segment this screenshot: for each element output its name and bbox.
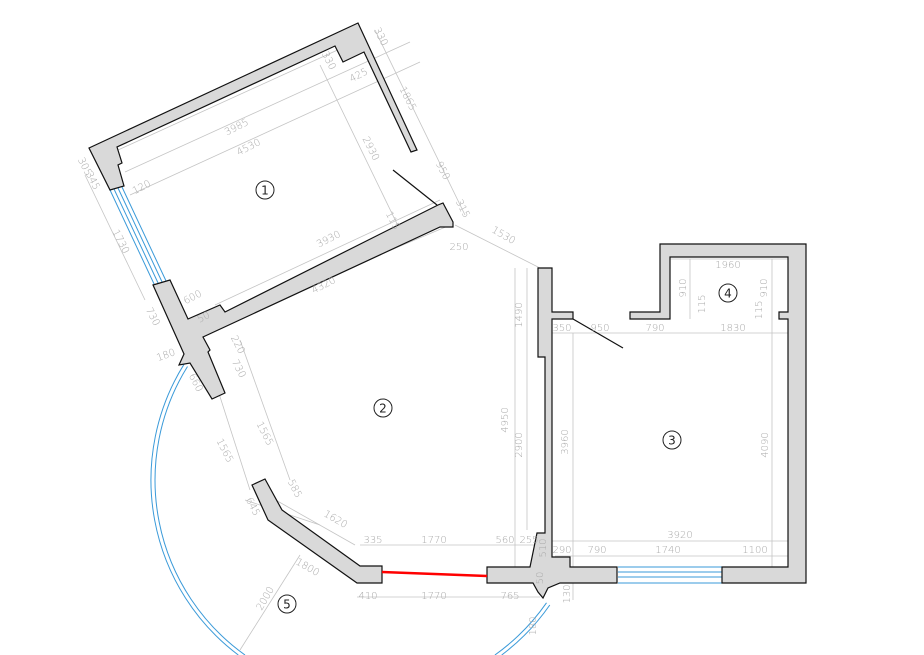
- dimension-label: 120: [131, 179, 153, 197]
- dimension-label: 790: [587, 545, 606, 556]
- dimension-label: 3920: [667, 530, 692, 541]
- dimension-label: 50: [196, 310, 212, 326]
- dimension-label: 1800: [293, 557, 321, 579]
- dimension-label: 585: [285, 478, 303, 500]
- curved-window-outer-right: [501, 604, 551, 655]
- dimension-label: 765: [500, 591, 519, 602]
- dimension-label: 1565: [214, 437, 235, 465]
- curved-window-outer-left: [150, 364, 239, 655]
- door-room-3: [572, 318, 624, 349]
- dimension-label: 730: [143, 306, 161, 328]
- dimension-label: 1565: [254, 420, 275, 448]
- dimension-label: 1770: [421, 535, 446, 546]
- dimension-label: 730: [229, 358, 247, 380]
- windows: [109, 186, 722, 655]
- room-number-circle: [277, 594, 297, 614]
- dimension-label: 600: [182, 289, 204, 307]
- curved-window-inner-right: [494, 602, 547, 655]
- dimension-label: 3960: [560, 429, 571, 454]
- room-number-circle: [255, 180, 275, 200]
- highlighted-wall-segment: [381, 570, 488, 578]
- dimension-label: 3985: [223, 117, 251, 138]
- dimension-label: 1530: [489, 225, 517, 247]
- room-number: 5: [283, 598, 291, 612]
- dimension-label: 2900: [514, 432, 525, 457]
- dimension-label: 345: [83, 170, 101, 192]
- dimension-label: 910: [759, 278, 770, 297]
- dimension-label: 1830: [720, 323, 745, 334]
- dimension-label: 1770: [421, 591, 446, 602]
- room-labels: 1 2 3 4 5: [255, 180, 738, 614]
- dimension-label: 950: [433, 160, 451, 182]
- dimension-label: 290: [552, 545, 571, 556]
- dimension-label: 2000: [255, 585, 277, 613]
- room-number: 2: [379, 402, 387, 416]
- dimension-label: 1620: [321, 509, 349, 531]
- curved-window-inner-left: [154, 366, 246, 655]
- dimension-label: 1740: [655, 545, 680, 556]
- dimension-label: 790: [645, 323, 664, 334]
- wall-room-3-4-right: [629, 243, 807, 584]
- dimension-label: 350: [552, 323, 571, 334]
- dimension-label: 2930: [360, 135, 381, 163]
- dimension-label: 410: [358, 591, 377, 602]
- dimension-label: 330: [371, 26, 389, 48]
- dimension-label: 180: [155, 347, 177, 364]
- dimension-label: 1960: [715, 260, 740, 271]
- dimension-label: 1865: [397, 85, 418, 113]
- dimension-label: 425: [348, 67, 370, 85]
- dimension-label: 250: [449, 242, 468, 253]
- dimension-label: 950: [590, 323, 609, 334]
- dimension-label: 130: [562, 584, 573, 603]
- dimension-label: 4950: [500, 407, 511, 432]
- dimension-label: 315: [453, 198, 471, 220]
- dimension-label: 1730: [110, 228, 131, 256]
- dimension-label: 255: [519, 535, 538, 546]
- dimension-label: 560: [495, 535, 514, 546]
- dimension-label: 4090: [760, 432, 771, 457]
- door-room-1: [392, 169, 438, 206]
- room-number-circle: [373, 398, 393, 418]
- dimension-label: 335: [363, 535, 382, 546]
- dimension-label: 115: [754, 300, 765, 319]
- room-number-circle: [718, 283, 738, 303]
- dimension-label: 220: [228, 334, 246, 356]
- dimension-label: 910: [678, 278, 689, 297]
- dimension-label: 1490: [514, 302, 525, 327]
- dimension-label: 510: [538, 538, 549, 557]
- room-number: 1: [261, 184, 269, 198]
- room-number: 3: [668, 434, 676, 448]
- dimension-label: 115: [697, 294, 708, 313]
- wall-room-2-lower: [251, 478, 383, 584]
- room-number-circle: [662, 430, 682, 450]
- dimension-label: 1100: [742, 545, 767, 556]
- dimension-label: 180: [528, 616, 539, 635]
- wall-room-1-bottom: [152, 202, 454, 400]
- dimension-label: 50: [535, 572, 546, 585]
- wall-room-1-top: [88, 22, 418, 191]
- room-number: 4: [724, 287, 732, 301]
